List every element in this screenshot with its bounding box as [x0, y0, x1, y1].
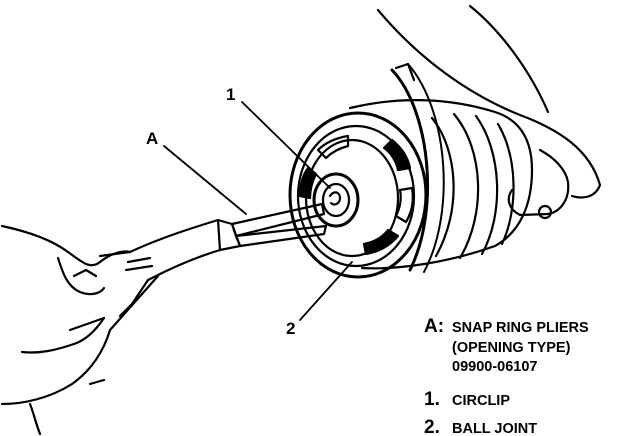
- legend-text-ball-joint: BALL JOINT: [452, 421, 538, 436]
- legend-text-circlip: CIRCLIP: [452, 392, 510, 409]
- legend-key-1: 1.: [424, 388, 440, 410]
- legend-entry-circlip: 1. CIRCLIP: [424, 388, 638, 412]
- callout-a: A: [146, 129, 159, 148]
- callout-2: 2: [286, 319, 296, 338]
- legend-entry-tool: A: SNAP RING PLIERS: [424, 315, 638, 339]
- callout-1: 1: [226, 85, 236, 104]
- legend-key-a: A:: [424, 316, 445, 337]
- legend-entry-ball-joint: 2. BALL JOINT: [424, 416, 638, 436]
- snap-ring-pliers: [68, 202, 328, 332]
- housing-outline: [376, 4, 602, 220]
- legend-key-2: 2.: [424, 417, 440, 436]
- legend: A: SNAP RING PLIERS (OPENING TYPE) 09900…: [424, 315, 638, 436]
- legend-tool-line-1: SNAP RING PLIERS: [452, 320, 589, 336]
- leader-line-1: [241, 101, 331, 189]
- leader-line-a: [163, 145, 247, 215]
- legend-tool-line-2: (OPENING TYPE): [452, 340, 571, 357]
- ball-joint-boot: [348, 62, 534, 273]
- leader-line-2: [299, 261, 353, 321]
- hand-outline: [0, 224, 132, 436]
- leader-lines: [163, 101, 353, 321]
- legend-tool-line-3: 09900-06107: [452, 358, 538, 375]
- circlip-ring: [312, 172, 360, 228]
